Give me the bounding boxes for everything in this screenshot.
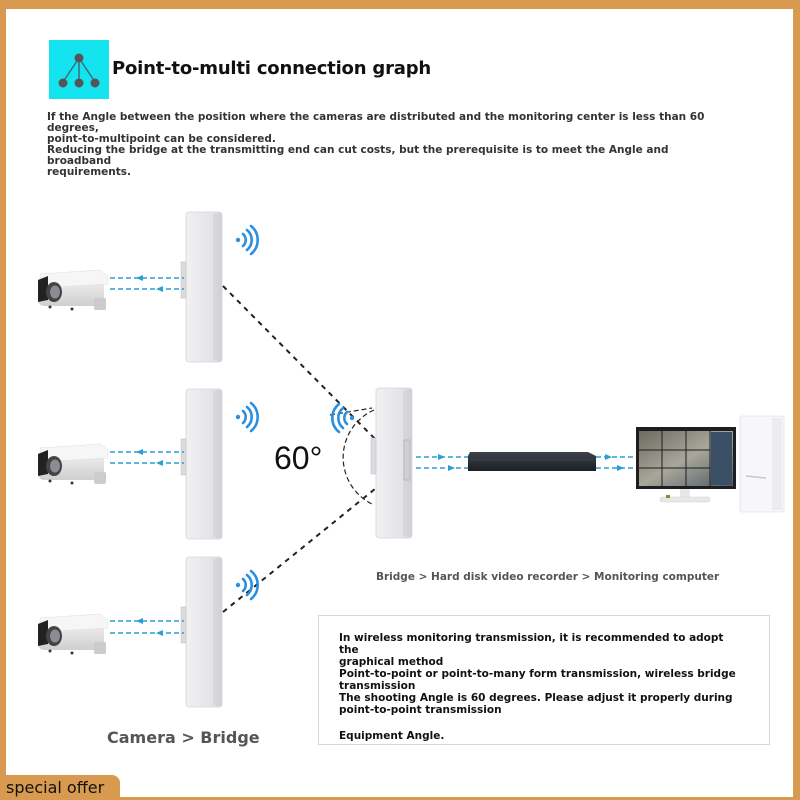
camera-caption: Camera > Bridge <box>107 728 260 747</box>
note-line: graphical method <box>339 656 444 668</box>
intro-line: If the Angle between the position where … <box>47 111 705 134</box>
central-wifi-icon <box>331 402 356 434</box>
nvr-device <box>468 452 596 471</box>
note-line: Equipment Angle. <box>339 730 445 742</box>
special-offer-badge: special offer <box>0 775 120 800</box>
intro-line: Reducing the bridge at the transmitting … <box>47 144 669 167</box>
intro-line: requirements. <box>47 166 131 178</box>
network-tree-icon <box>49 40 109 99</box>
angle-label: 60° <box>274 440 323 476</box>
note-line: point-to-point transmission <box>339 704 502 716</box>
page-title: Point-to-multi connection graph <box>112 58 432 79</box>
note-box: In wireless monitoring transmission, it … <box>318 615 770 745</box>
intro-text: If the Angle between the position where … <box>47 112 727 178</box>
angle-arc <box>342 409 375 506</box>
note-line: Point-to-point or point-to-many form tra… <box>339 668 736 680</box>
pc-tower <box>739 415 785 513</box>
chain-caption: Bridge > Hard disk video recorder > Moni… <box>376 571 720 583</box>
note-line: In wireless monitoring transmission, it … <box>339 632 724 656</box>
monitor <box>636 427 736 503</box>
intro-line: point-to-multipoint can be considered. <box>47 133 276 145</box>
note-line: The shooting Angle is 60 degrees. Please… <box>339 692 733 704</box>
note-line: transmission <box>339 680 416 692</box>
